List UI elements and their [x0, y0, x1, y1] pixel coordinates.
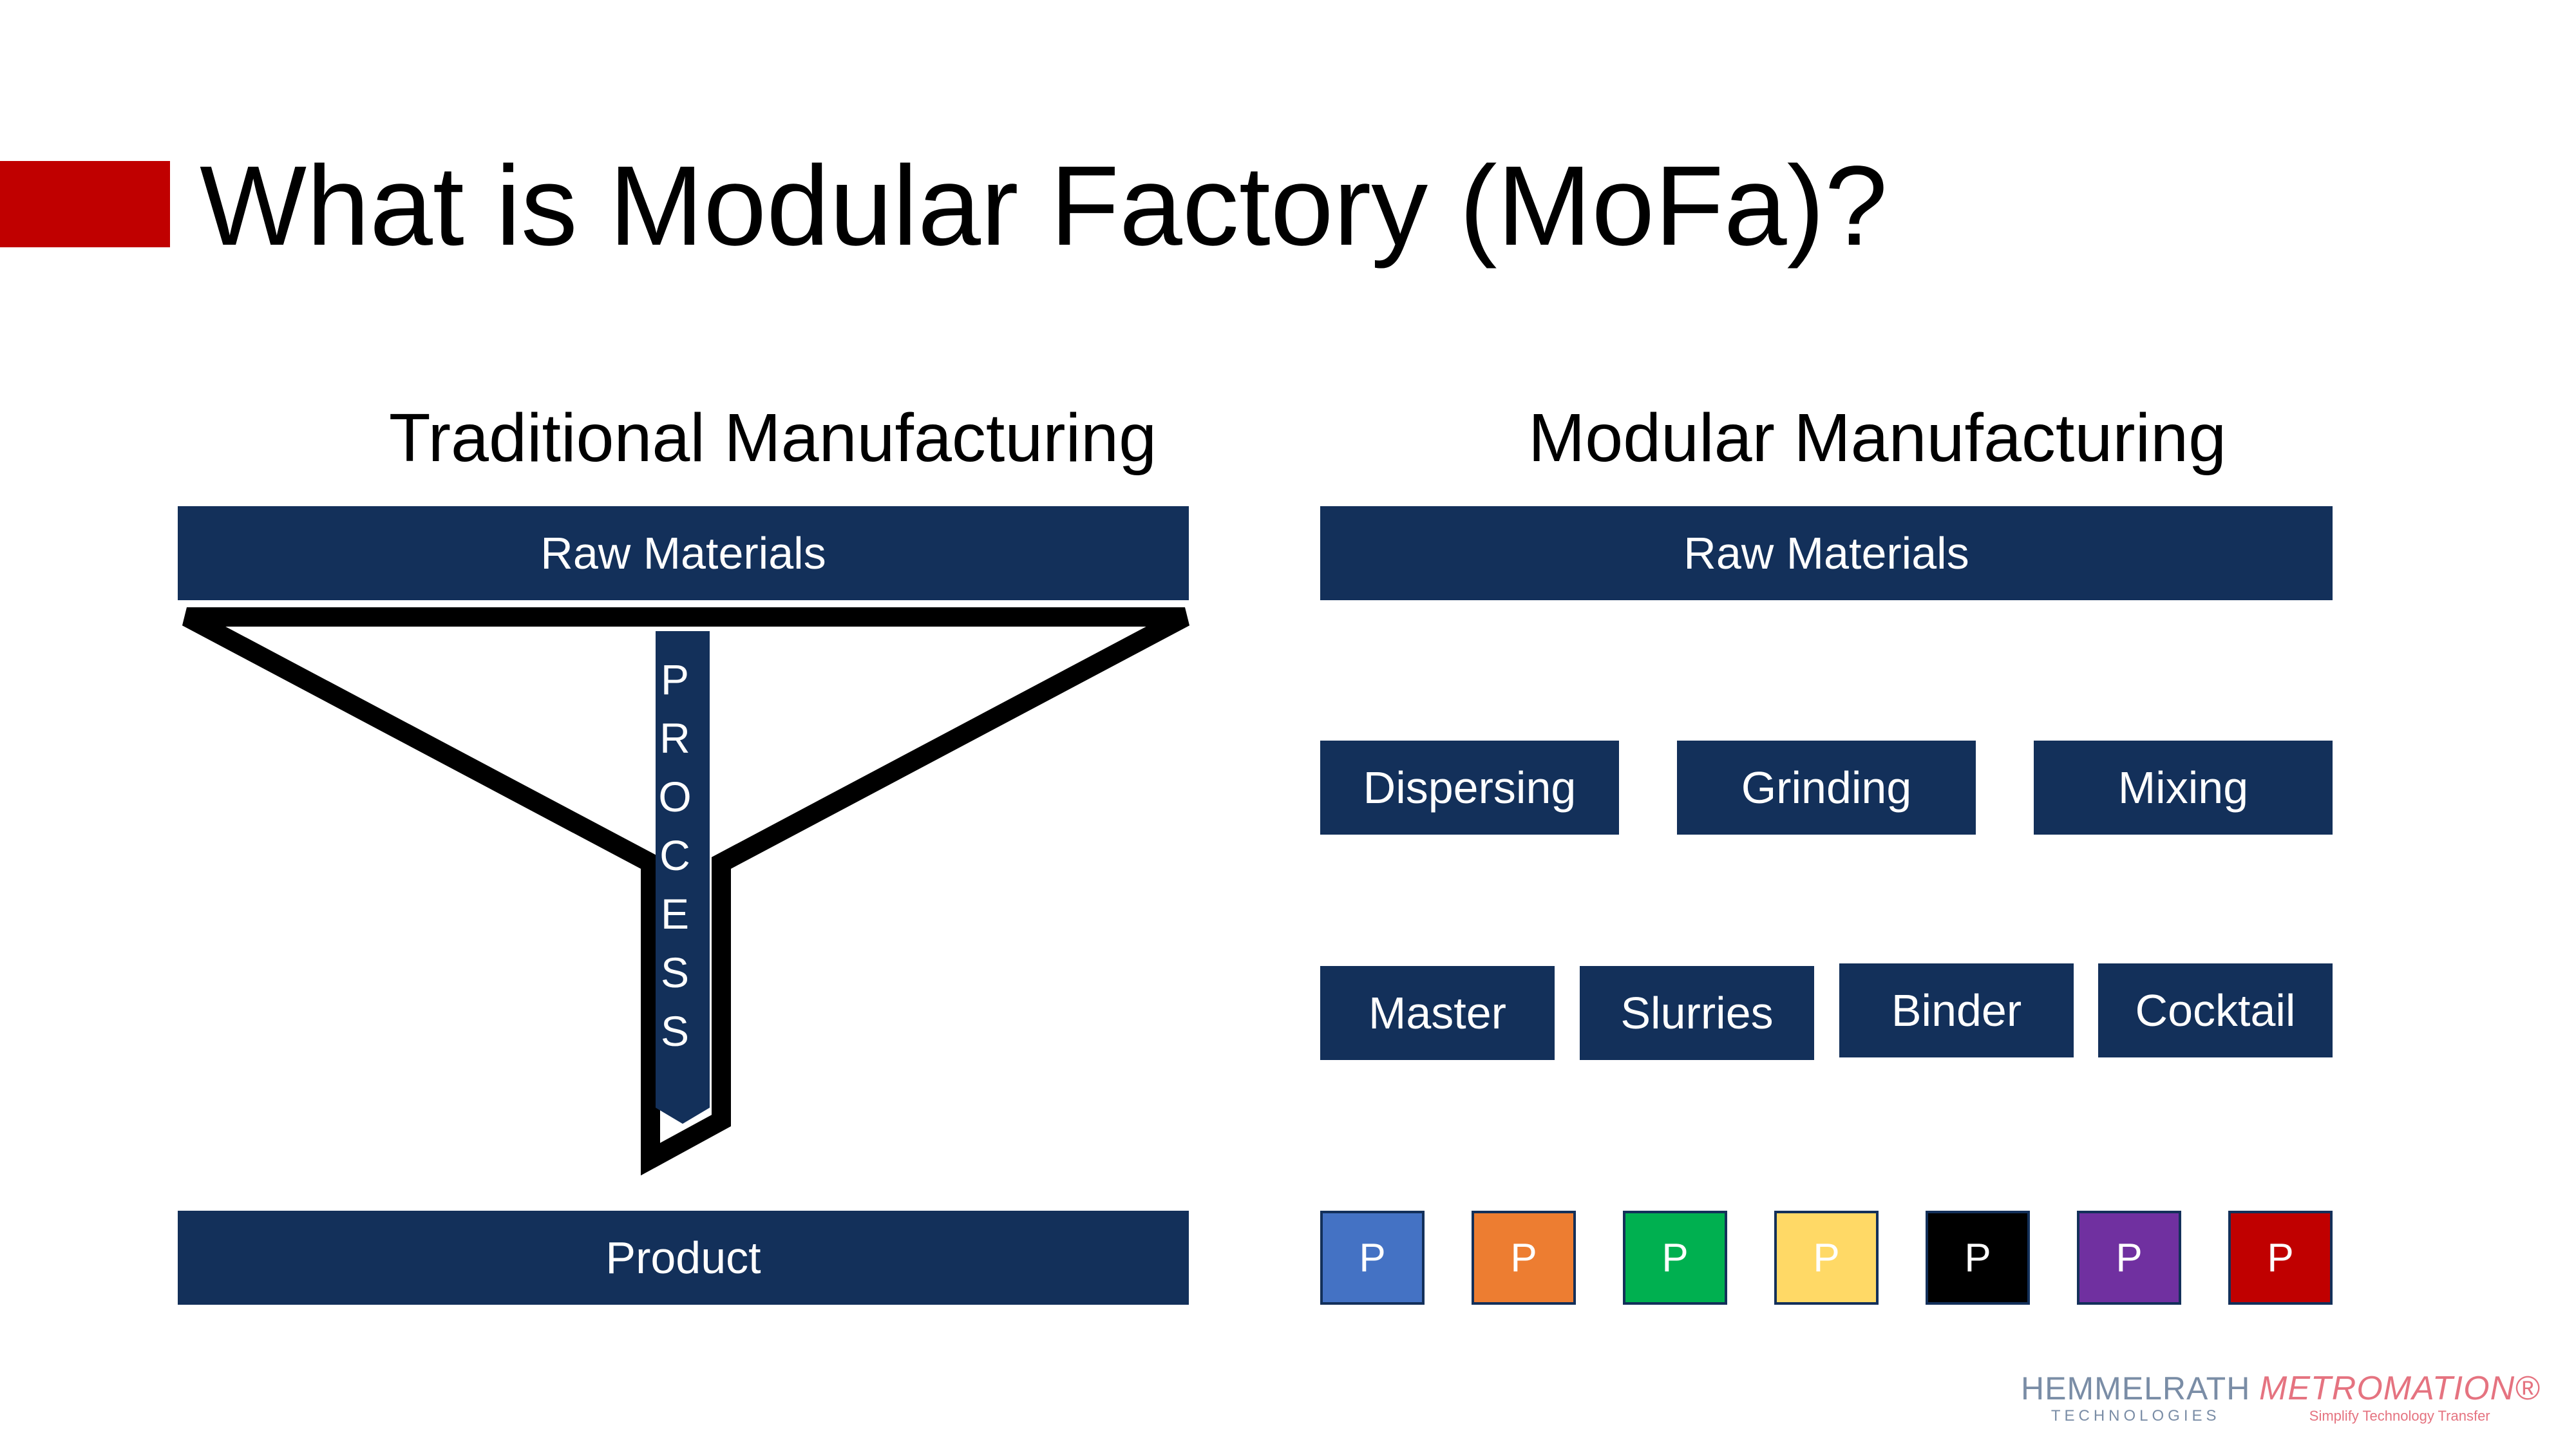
process-letter: R [659, 714, 690, 762]
process-letter: C [659, 831, 690, 879]
traditional-raw-materials: Raw Materials [178, 506, 1189, 600]
product-box-blue: P [1320, 1211, 1425, 1305]
product-box-red: P [2228, 1211, 2333, 1305]
hemmelrath-logo-sub: TECHNOLOGIES [2050, 1407, 2221, 1425]
hemmelrath-logo-name: HEMMELRATH [2021, 1370, 2251, 1406]
traditional-heading: Traditional Manufacturing [388, 400, 1157, 476]
process-box-dispersing: Dispersing [1320, 741, 1619, 835]
slide-title: What is Modular Factory (MoFa)? [200, 143, 1888, 269]
modular-raw-materials: Raw Materials [1320, 506, 2333, 600]
product-box-green: P [1623, 1211, 1727, 1305]
product-box-yellow: P [1774, 1211, 1879, 1305]
metromation-logo-sub: Simplify Technology Transfer [2309, 1408, 2490, 1424]
process-box-mixing: Mixing [2034, 741, 2333, 835]
process-box-grinding: Grinding [1677, 741, 1976, 835]
metromation-logo-name: METROMATION® [2259, 1370, 2541, 1407]
traditional-product: Product [178, 1211, 1189, 1305]
process-letter: S [660, 949, 690, 996]
process-letter: S [660, 1007, 690, 1055]
title-accent-bar [0, 161, 170, 247]
product-box-purple: P [2077, 1211, 2181, 1305]
intermediate-box-slurries: Slurries [1580, 966, 1814, 1060]
product-box-orange: P [1472, 1211, 1576, 1305]
funnel-outline [182, 607, 1190, 1176]
process-letter: O [658, 773, 692, 820]
process-letter: E [660, 890, 690, 938]
product-box-black: P [1926, 1211, 2030, 1305]
intermediate-box-binder: Binder [1839, 963, 2074, 1057]
process-arrow [656, 631, 710, 1124]
modular-heading: Modular Manufacturing [1528, 400, 2227, 476]
intermediate-box-cocktail: Cocktail [2098, 963, 2333, 1057]
intermediate-box-master: Master [1320, 966, 1555, 1060]
funnel-diagram [182, 607, 1190, 1176]
process-label: P R O C E S S [649, 650, 701, 1061]
hemmelrath-logo: HEMMELRATH TECHNOLOGIES [2021, 1370, 2250, 1426]
metromation-logo: METROMATION® Simplify Technology Transfe… [2259, 1370, 2540, 1426]
process-letter: P [660, 656, 690, 703]
